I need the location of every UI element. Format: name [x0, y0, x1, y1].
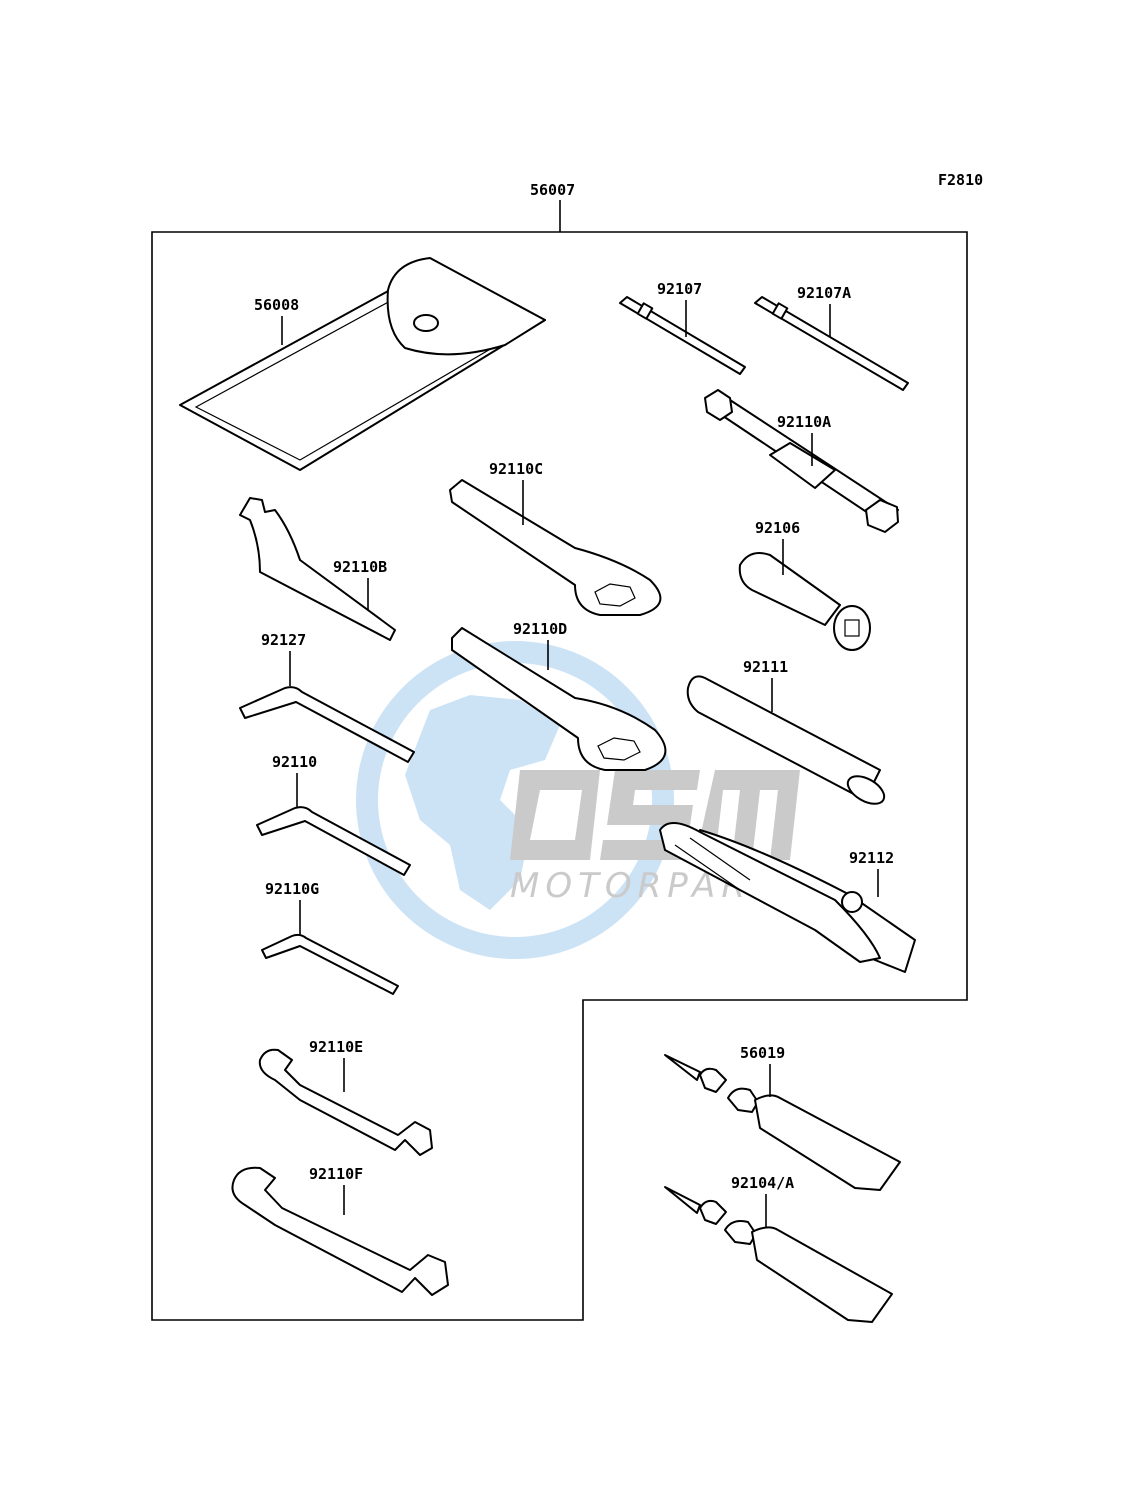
part-label-repair-tube-1: 56019 — [740, 1044, 785, 1062]
figure-code: F2810 — [938, 171, 983, 189]
part-label-wrench-e: 92110E — [309, 1038, 363, 1056]
part-label-driver-2: 92107A — [797, 284, 851, 302]
repair-tube-2 — [664, 1186, 893, 1323]
part-label-hex-key-3: 92110G — [265, 880, 319, 898]
part-label-hook-wrench: 92110B — [333, 558, 387, 576]
hex-key-1 — [239, 686, 415, 763]
part-label-driver-1: 92107 — [657, 280, 702, 298]
part-label-handle: 92111 — [743, 658, 788, 676]
repair-tube-1 — [664, 1054, 901, 1191]
box-wrench-d — [451, 627, 667, 771]
open-end-wrench-f — [231, 1166, 449, 1296]
hex-key-3 — [261, 933, 399, 995]
box-wrench-a — [704, 389, 899, 533]
watermark-logo — [510, 770, 800, 860]
handle-bar — [686, 675, 886, 805]
part-label-pliers: 92112 — [849, 849, 894, 867]
extension-bar — [738, 552, 871, 651]
part-label-box-wrench-d: 92110D — [513, 620, 567, 638]
part-label-box-wrench-c: 92110C — [489, 460, 543, 478]
part-label-hex-key-1: 92127 — [261, 631, 306, 649]
box-wrench-c — [449, 479, 662, 616]
part-label-extension: 92106 — [755, 519, 800, 537]
screwdriver-bit-1 — [619, 296, 746, 375]
kit-label: 56007 — [530, 181, 575, 199]
hook-wrench — [239, 497, 396, 641]
part-label-box-wrench-a: 92110A — [777, 413, 831, 431]
watermark-globe-icon — [356, 641, 674, 959]
hex-key-2 — [256, 806, 411, 876]
part-label-wrench-f: 92110F — [309, 1165, 363, 1183]
kit-boundary — [151, 231, 968, 1321]
open-end-wrench-e — [258, 1048, 433, 1156]
watermark: MOTORPARTS — [356, 641, 800, 959]
part-label-repair-tube-2: 92104/A — [731, 1174, 794, 1192]
part-label-case: 56008 — [254, 296, 299, 314]
screwdriver-bit-2 — [754, 296, 909, 391]
tool-case — [179, 257, 546, 471]
part-label-hex-key-2: 92110 — [272, 753, 317, 771]
pliers — [659, 822, 916, 973]
